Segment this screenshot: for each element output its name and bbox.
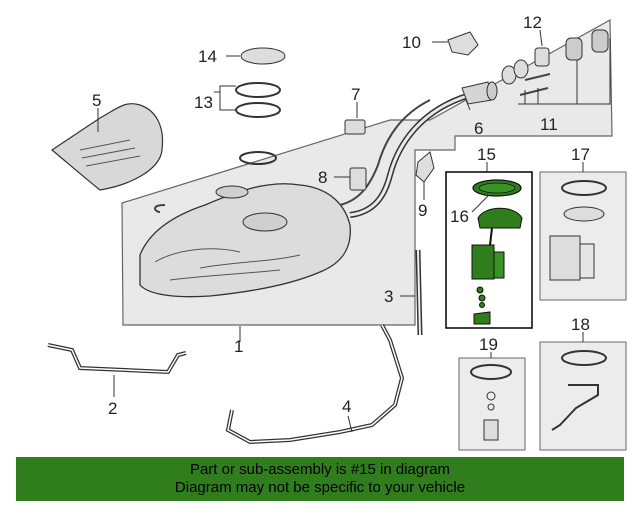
pump-stem xyxy=(489,227,493,246)
part-19 xyxy=(483,419,499,441)
pump-body-side xyxy=(493,251,505,279)
oring-19b xyxy=(487,403,495,411)
pin-b xyxy=(524,73,551,81)
pump-gasket-inner xyxy=(478,182,516,194)
leader-lines xyxy=(97,29,611,433)
callout-16: 16 xyxy=(450,207,469,226)
gasket-lower[interactable] xyxy=(235,102,281,118)
cap-12[interactable] xyxy=(534,47,550,67)
callout-1: 1 xyxy=(234,337,243,356)
filler-neck-ring xyxy=(486,81,498,101)
callout-3: 3 xyxy=(384,287,393,306)
pump-filter[interactable] xyxy=(473,311,491,325)
pump-oring-c xyxy=(479,302,485,308)
callout-12: 12 xyxy=(523,13,542,32)
tank-gasket[interactable] xyxy=(239,151,277,165)
pump-17 xyxy=(549,235,581,281)
bracket-9[interactable] xyxy=(415,151,435,183)
callout-4: 4 xyxy=(342,397,351,416)
assembly-18-box xyxy=(539,341,627,451)
sender-18 xyxy=(551,384,599,431)
callout-10: 10 xyxy=(402,33,421,52)
pump-flange[interactable] xyxy=(477,207,523,229)
gasket-upper[interactable] xyxy=(235,82,281,98)
banner-line-2: Diagram may not be specific to your vehi… xyxy=(174,479,466,496)
pump-oring-a xyxy=(476,286,484,294)
parts-diagram: 1 2 3 4 5 6 7 8 9 10 11 12 13 14 15 16 1… xyxy=(47,13,627,451)
pump-oring-b xyxy=(478,294,486,302)
pipe-seal-b[interactable] xyxy=(591,29,609,53)
info-banner: Part or sub-assembly is #15 in diagram D… xyxy=(16,457,624,501)
heat-shield-ribs xyxy=(79,139,141,167)
callout-13: 13 xyxy=(194,93,213,112)
tank-hose xyxy=(154,204,166,213)
clip-7[interactable] xyxy=(344,119,366,135)
clip-8[interactable] xyxy=(349,167,367,191)
gasket-19 xyxy=(470,364,512,380)
cap-12-ring2 xyxy=(513,59,529,79)
callout-18: 18 xyxy=(571,315,590,334)
rod-3-inner xyxy=(417,249,421,336)
callout-8: 8 xyxy=(318,168,327,187)
gasket-17 xyxy=(561,180,607,196)
callout-17: 17 xyxy=(571,145,590,164)
bracket-10[interactable] xyxy=(447,31,479,56)
callout-6: 6 xyxy=(474,119,483,138)
callout-2: 2 xyxy=(108,399,117,418)
callout-5: 5 xyxy=(92,91,101,110)
callout-9: 9 xyxy=(418,201,427,220)
callout-15: 15 xyxy=(477,145,496,164)
callout-7: 7 xyxy=(351,85,360,104)
tank-top-opening xyxy=(215,185,249,199)
heat-shield[interactable] xyxy=(50,103,164,191)
fuel-tank[interactable] xyxy=(139,183,351,298)
flange-17 xyxy=(563,206,605,222)
pump-17-side xyxy=(579,243,595,279)
pump-body[interactable] xyxy=(471,244,495,280)
callout-14: 14 xyxy=(198,47,217,66)
lock-ring[interactable] xyxy=(240,47,286,65)
strap-2-inner xyxy=(47,344,187,373)
tank-pump-opening xyxy=(242,212,288,232)
callout-11: 11 xyxy=(540,115,558,134)
oring-19a xyxy=(486,391,496,401)
strap-4[interactable] xyxy=(225,324,405,445)
filler-pipe-inner xyxy=(349,93,471,217)
vent-hose xyxy=(339,99,431,206)
strap-4-inner xyxy=(227,324,403,443)
tank-detail xyxy=(154,248,301,281)
gasket-18 xyxy=(561,350,607,366)
banner-line-1: Part or sub-assembly is #15 in diagram xyxy=(189,461,451,478)
callout-19: 19 xyxy=(479,335,498,354)
pipe-seal-a[interactable] xyxy=(565,37,583,61)
